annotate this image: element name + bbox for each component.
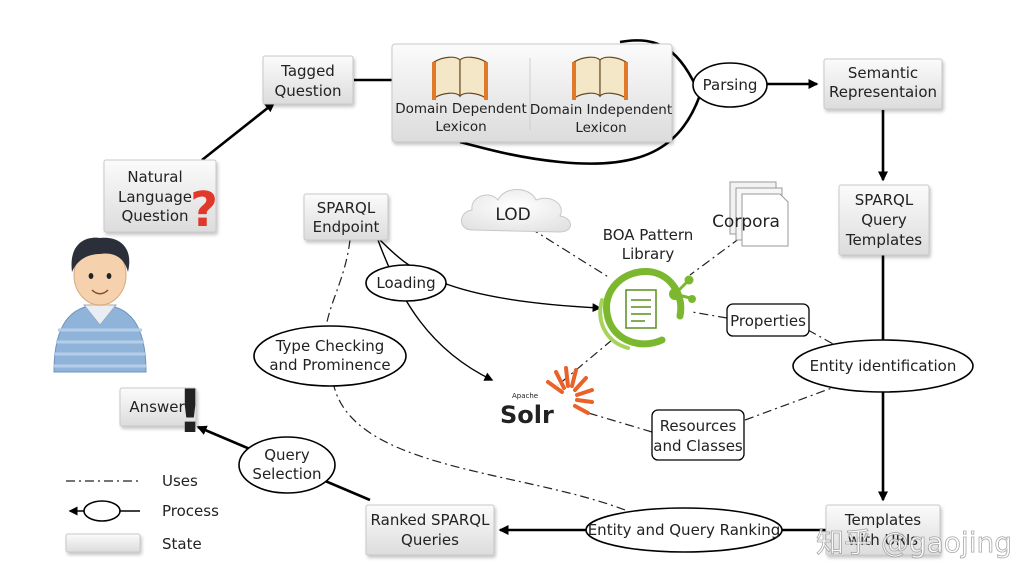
boa-line1: BOA Pattern [603, 226, 694, 244]
templates-line3: Templates [845, 231, 922, 249]
uses-lod-boa [529, 227, 611, 279]
entity-query-ranking-label: Entity and Query Ranking [588, 521, 781, 539]
solr-label: Solr [500, 401, 554, 429]
state-templates-with-uris [825, 504, 941, 556]
type-checking-line1: Type Checking [275, 337, 385, 355]
legend-process-label: Process [162, 502, 219, 520]
book-icon [432, 56, 488, 100]
process-parsing [692, 62, 768, 108]
entity-identification-label: Entity identification [810, 357, 957, 375]
uses-corpora-boa [689, 237, 741, 276]
uris-line2: with URIs [848, 531, 918, 549]
person-icon [53, 237, 147, 373]
resources-line2: and Classes [653, 437, 743, 455]
type-checking-line2: and Prominence [269, 356, 390, 374]
process-entity-query-ranking [585, 507, 783, 553]
domain-independent-line1: Domain Independent [530, 102, 672, 118]
uris-line1: Templates [844, 511, 921, 529]
answer-label: Answer [129, 398, 185, 416]
state-semantic-representation [823, 58, 943, 110]
endpoint-line1: SPARQL [317, 199, 376, 217]
nlq-line1: Natural [127, 168, 182, 186]
domain-independent-line2: Lexicon [575, 120, 626, 136]
semantic-line2: Representaion [829, 83, 937, 101]
legend-state-label: State [162, 535, 202, 553]
process-type-checking [253, 325, 407, 387]
cloud-icon [461, 189, 571, 233]
watermark: 知乎 @gaojing [816, 526, 1012, 559]
resources-line1: Resources [660, 417, 737, 435]
uses-resources-entity [744, 384, 841, 421]
uses-typecheck-ranking [332, 381, 626, 511]
question-mark: ? [190, 182, 218, 238]
ranked-line1: Ranked SPARQL [371, 511, 491, 529]
uses-properties-entity [807, 329, 836, 346]
book-icon [572, 56, 628, 100]
state-tagged-question [262, 55, 354, 105]
boa-logo-icon [598, 268, 696, 350]
tagged-question-line2: Question [274, 82, 341, 100]
uses-endpoint-typecheck [324, 239, 351, 333]
parsing-label: Parsing [703, 76, 758, 94]
query-selection-line1: Query [264, 446, 310, 464]
state-answer [119, 387, 197, 427]
process-entity-identification [792, 339, 974, 393]
ranked-line2: Queries [401, 531, 459, 549]
properties-label: Properties [730, 312, 806, 330]
uses-properties-boa [691, 311, 728, 319]
corpora-label: Corpora [712, 212, 780, 232]
legend-uses-label: Uses [162, 472, 198, 490]
templates-line2: Query [861, 211, 907, 229]
arrow-endpoint-to-solr [377, 239, 494, 381]
templates-line1: SPARQL [855, 191, 914, 209]
loading-label: Loading [376, 274, 435, 292]
state-sparql-endpoint [303, 193, 389, 241]
nlq-line3: Question [121, 207, 188, 225]
semantic-line1: Semantic [848, 64, 918, 82]
exclamation-mark: ! [176, 377, 203, 447]
domain-dependent-line1: Domain Dependent [395, 101, 527, 117]
lod-label: LOD [495, 205, 530, 225]
query-selection-line2: Selection [252, 465, 321, 483]
state-sparql-query-templates [838, 184, 930, 256]
resources-classes-box [651, 409, 745, 461]
process-query-selection [238, 436, 336, 494]
state-ranked-sparql-queries [365, 504, 495, 556]
domain-dependent-line2: Lexicon [435, 119, 486, 135]
endpoint-line2: Endpoint [313, 218, 380, 236]
uses-resources-solr [584, 411, 653, 433]
nlq-line2: Language [118, 188, 192, 206]
boa-line2: Library [622, 245, 675, 263]
properties-box [726, 303, 810, 337]
process-loading [365, 264, 447, 302]
arrow-nlq-to-tagged [201, 101, 276, 162]
tagged-question-line1: Tagged [280, 62, 335, 80]
legend-state-swatch [65, 533, 141, 553]
documents-icon [729, 181, 789, 247]
legend-process-ellipse [83, 500, 121, 522]
state-natural-language-question [103, 159, 217, 233]
solr-logo-icon [546, 366, 594, 415]
solr-apache-label: Apache [512, 392, 538, 400]
